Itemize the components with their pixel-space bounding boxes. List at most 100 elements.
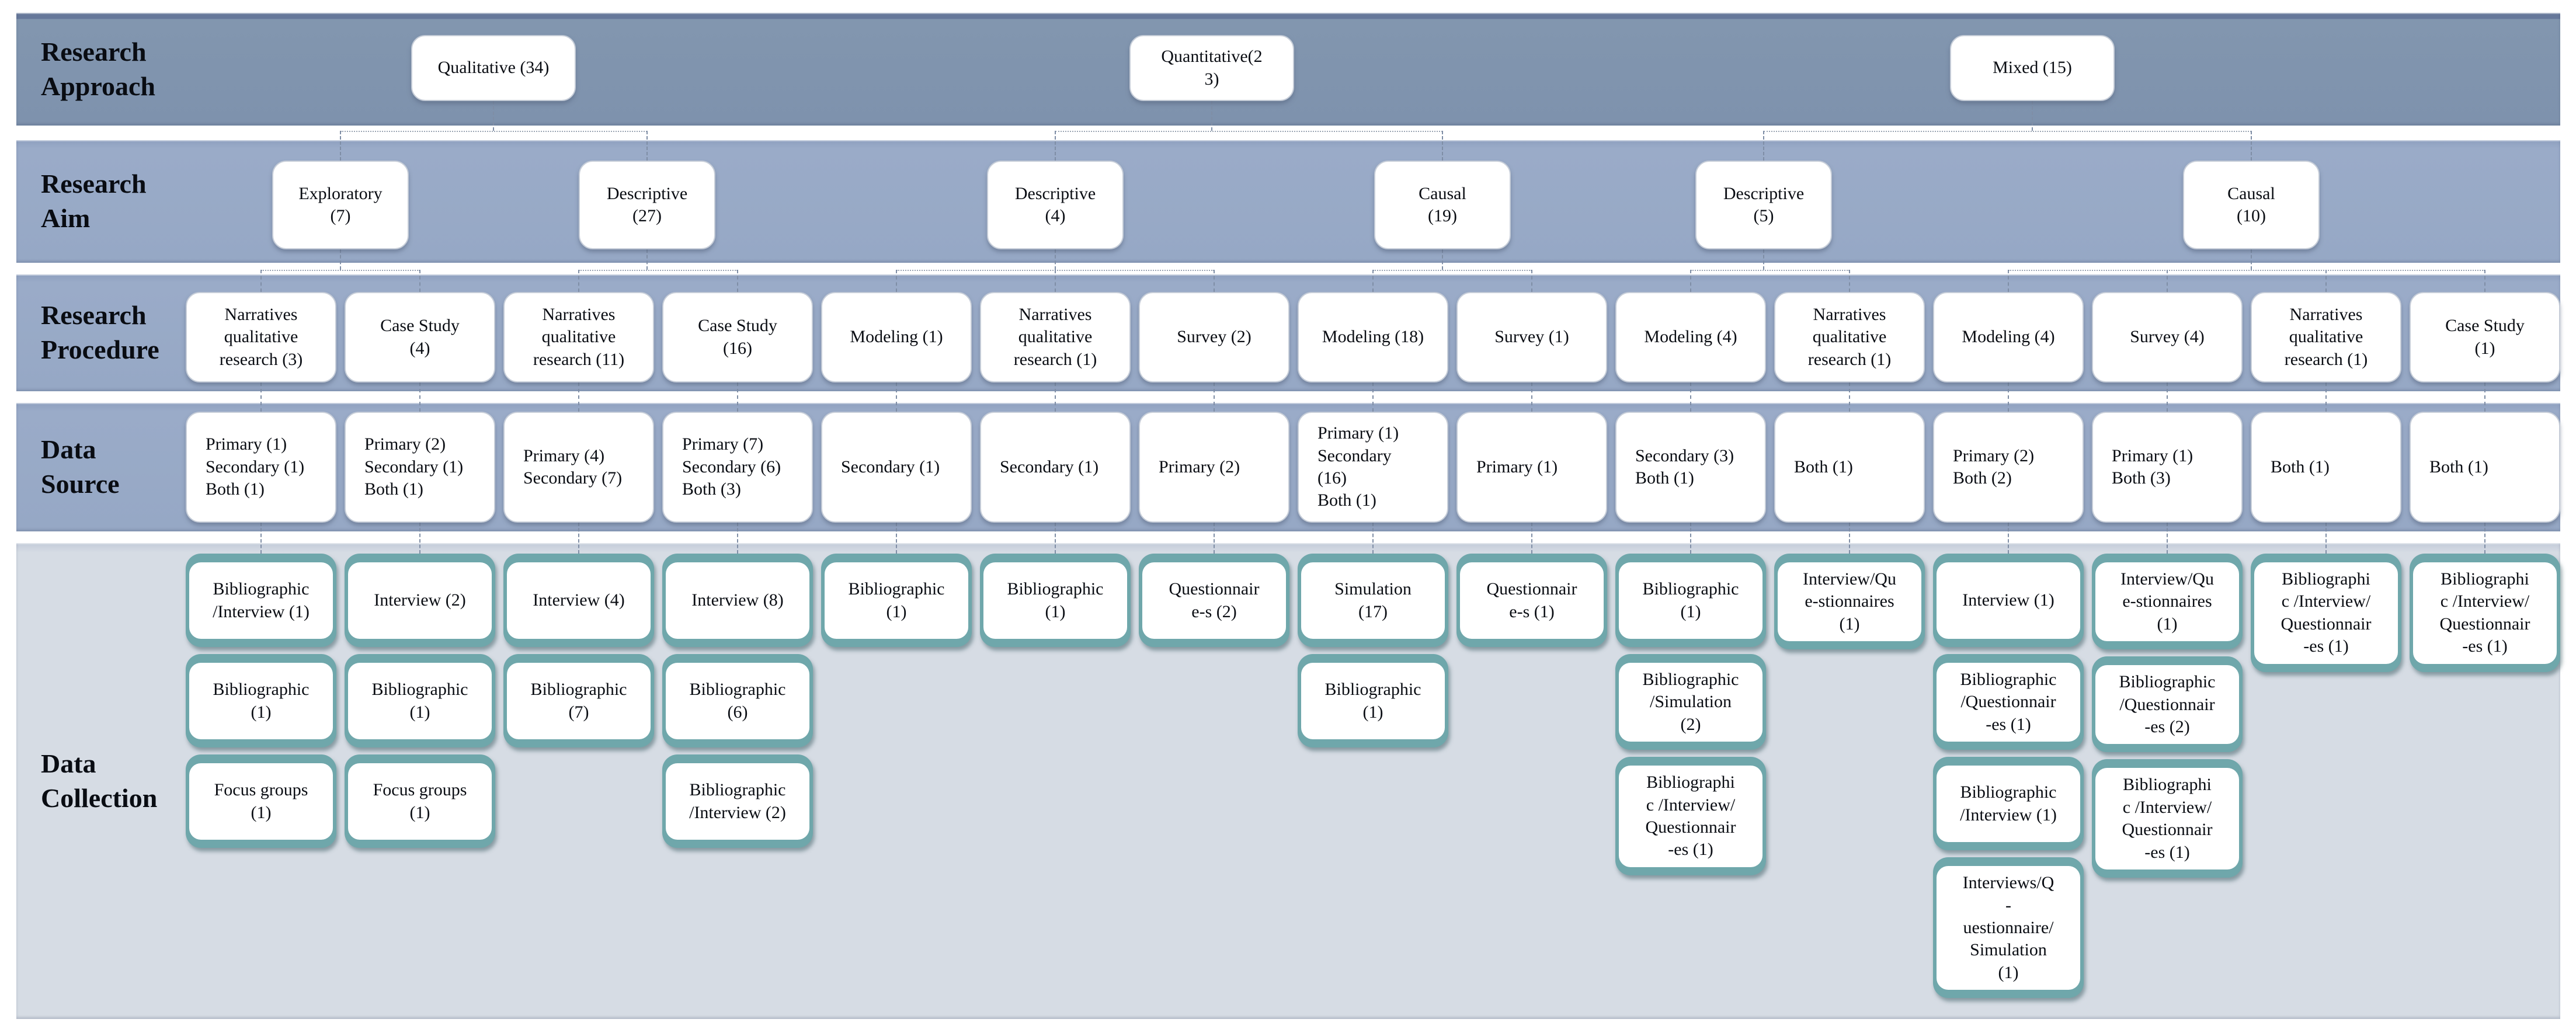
data-collection-node-label: Simulation (17) <box>1301 562 1445 639</box>
connector-line-vertical <box>896 523 897 554</box>
connector-line-vertical <box>1531 270 1532 292</box>
connector-line-vertical <box>419 270 420 292</box>
connector-line-vertical <box>1531 523 1532 554</box>
data-collection-node-label: Interview/Qu e-stionnaires (1) <box>2095 562 2239 642</box>
data-collection-node: Bibliographic /Questionnair -es (2) <box>2092 656 2243 753</box>
connector-line-vertical <box>1055 382 1056 412</box>
data-source-node: Primary (1) Secondary (16) Both (1) <box>1298 412 1448 523</box>
data-collection-node: Focus groups (1) <box>345 754 495 848</box>
connector-line-vertical <box>1849 382 1850 412</box>
data-collection-node-label: Bibliographic (1) <box>825 562 968 639</box>
connector-line-vertical <box>2008 270 2009 292</box>
connector-line-vertical <box>2484 270 2485 292</box>
procedure-node: Narratives qualitative research (1) <box>2251 292 2401 382</box>
data-collection-node-label: Bibliographi c /Interview/ Questionnair … <box>2095 768 2239 870</box>
aim-node: Descriptive (27) <box>579 161 715 249</box>
data-source-node: Primary (7) Secondary (6) Both (3) <box>662 412 813 523</box>
data-collection-node: Interview (8) <box>662 554 813 647</box>
procedure-node: Survey (4) <box>2092 292 2243 382</box>
data-source-node: Both (1) <box>1774 412 1925 523</box>
procedure-node: Case Study (16) <box>662 292 813 382</box>
data-collection-node-label: Interview (1) <box>1937 562 2080 639</box>
connector-line-vertical <box>2325 270 2327 292</box>
connector-line-horizontal <box>1373 270 1532 271</box>
connector-line-vertical <box>2251 249 2252 270</box>
row-label-research-approach: Research Approach <box>41 36 155 101</box>
connector-line-vertical <box>493 101 494 131</box>
data-source-node: Primary (4) Secondary (7) <box>503 412 654 523</box>
data-collection-column: Simulation (17)Bibliographic (1) <box>1298 554 1448 747</box>
data-source-node: Primary (2) Both (2) <box>1933 412 2084 523</box>
approach-node: Qualitative (34) <box>411 35 576 101</box>
data-collection-node: Interview/Qu e-stionnaires (1) <box>2092 554 2243 650</box>
data-collection-node-label: Bibliographic /Interview (2) <box>666 763 809 840</box>
data-collection-node-label: Bibliographic (1) <box>189 663 333 739</box>
connector-line-vertical <box>2325 382 2327 412</box>
data-collection-node: Bibliographic /Interview (2) <box>662 754 813 848</box>
data-collection-column: Bibliographic (1) <box>980 554 1131 647</box>
connector-line-vertical <box>1214 270 1215 292</box>
data-collection-node-label: Bibliographic (7) <box>507 663 651 739</box>
data-collection-node: Bibliographi c /Interview/ Questionnair … <box>1615 757 1766 875</box>
aim-node: Causal (19) <box>1374 161 1511 249</box>
connector-line-vertical <box>578 523 579 554</box>
connector-line-vertical <box>1055 131 1056 161</box>
data-collection-node-label: Bibliographic (1) <box>1619 562 1762 639</box>
connector-line-horizontal <box>340 131 647 132</box>
data-collection-node-label: Bibliographic (6) <box>666 663 809 739</box>
data-collection-node: Bibliographic /Interview (1) <box>1933 757 2084 851</box>
connector-line-vertical <box>646 249 648 270</box>
data-collection-node: Bibliographic (6) <box>662 654 813 747</box>
connector-line-vertical <box>646 131 648 161</box>
data-collection-node: Interview (4) <box>503 554 654 647</box>
data-source-node: Primary (1) Both (3) <box>2092 412 2243 523</box>
data-collection-column: Interview (1) Bibliographic /Questionnair… <box>1933 554 2084 999</box>
connector-line-vertical <box>419 523 420 554</box>
procedure-node: Modeling (4) <box>1933 292 2084 382</box>
connector-line-vertical <box>896 382 897 412</box>
connector-line-vertical <box>1372 523 1374 554</box>
data-collection-node: Bibliographi c /Interview/ Questionnair … <box>2092 759 2243 878</box>
data-collection-column: Interview (8) Bibliographic (6) Bibliograp… <box>662 554 813 848</box>
data-collection-node-label: Bibliographic /Questionnair -es (2) <box>2095 665 2239 745</box>
row-label-data-collection: Data Collection <box>41 748 158 813</box>
data-collection-node: Interview/Qu e-stionnaires (1) <box>1774 554 1925 650</box>
connector-line-vertical <box>1442 131 1443 161</box>
data-source-node: Secondary (1) <box>821 412 972 523</box>
data-collection-node: Bibliographic (1) <box>345 654 495 747</box>
connector-line-vertical <box>2325 523 2327 554</box>
connector-line-vertical <box>1214 382 1215 412</box>
connector-line-vertical <box>1055 270 1056 292</box>
data-source-node: Primary (1) <box>1456 412 1607 523</box>
approach-node: Mixed (15) <box>1950 35 2115 101</box>
procedure-node: Survey (1) <box>1456 292 1607 382</box>
connector-line-vertical <box>2008 523 2009 554</box>
procedure-node: Narratives qualitative research (11) <box>503 292 654 382</box>
data-collection-node: Interview (2) <box>345 554 495 647</box>
procedure-node: Modeling (4) <box>1615 292 1766 382</box>
data-collection-node: Interviews/Q - uestionnaire/ Simulation … <box>1933 857 2084 999</box>
data-source-node: Secondary (1) <box>980 412 1131 523</box>
data-source-node: Secondary (3) Both (1) <box>1615 412 1766 523</box>
connector-line-horizontal <box>1764 131 2251 132</box>
data-collection-node-label: Interview (8) <box>666 562 809 639</box>
data-collection-node: Focus groups (1) <box>186 754 336 848</box>
connector-line-vertical <box>1372 270 1374 292</box>
data-collection-node-label: Bibliographic /Interview (1) <box>1937 766 2080 843</box>
data-collection-node-label: Bibliographic /Questionnair -es (1) <box>1937 663 2080 742</box>
data-collection-node-label: Bibliographic /Interview (1) <box>189 562 333 639</box>
connector-line-horizontal <box>579 270 738 271</box>
procedure-node: Narratives qualitative research (3) <box>186 292 336 382</box>
data-source-node: Both (1) <box>2251 412 2401 523</box>
data-collection-column: Questionnair e-s (1) <box>1456 554 1607 647</box>
data-collection-column: Bibliographi c /Interview/ Questionnair … <box>2251 554 2401 672</box>
connector-line-vertical <box>2032 101 2033 131</box>
connector-line-vertical <box>260 382 262 412</box>
connector-line-vertical <box>1763 131 1764 161</box>
data-collection-node-label: Bibliographic (1) <box>983 562 1127 639</box>
data-collection-node-label: Interview (4) <box>507 562 651 639</box>
approach-node: Quantitative(2 3) <box>1129 35 1294 101</box>
procedure-node: Modeling (18) <box>1298 292 1448 382</box>
connector-line-vertical <box>2484 523 2485 554</box>
